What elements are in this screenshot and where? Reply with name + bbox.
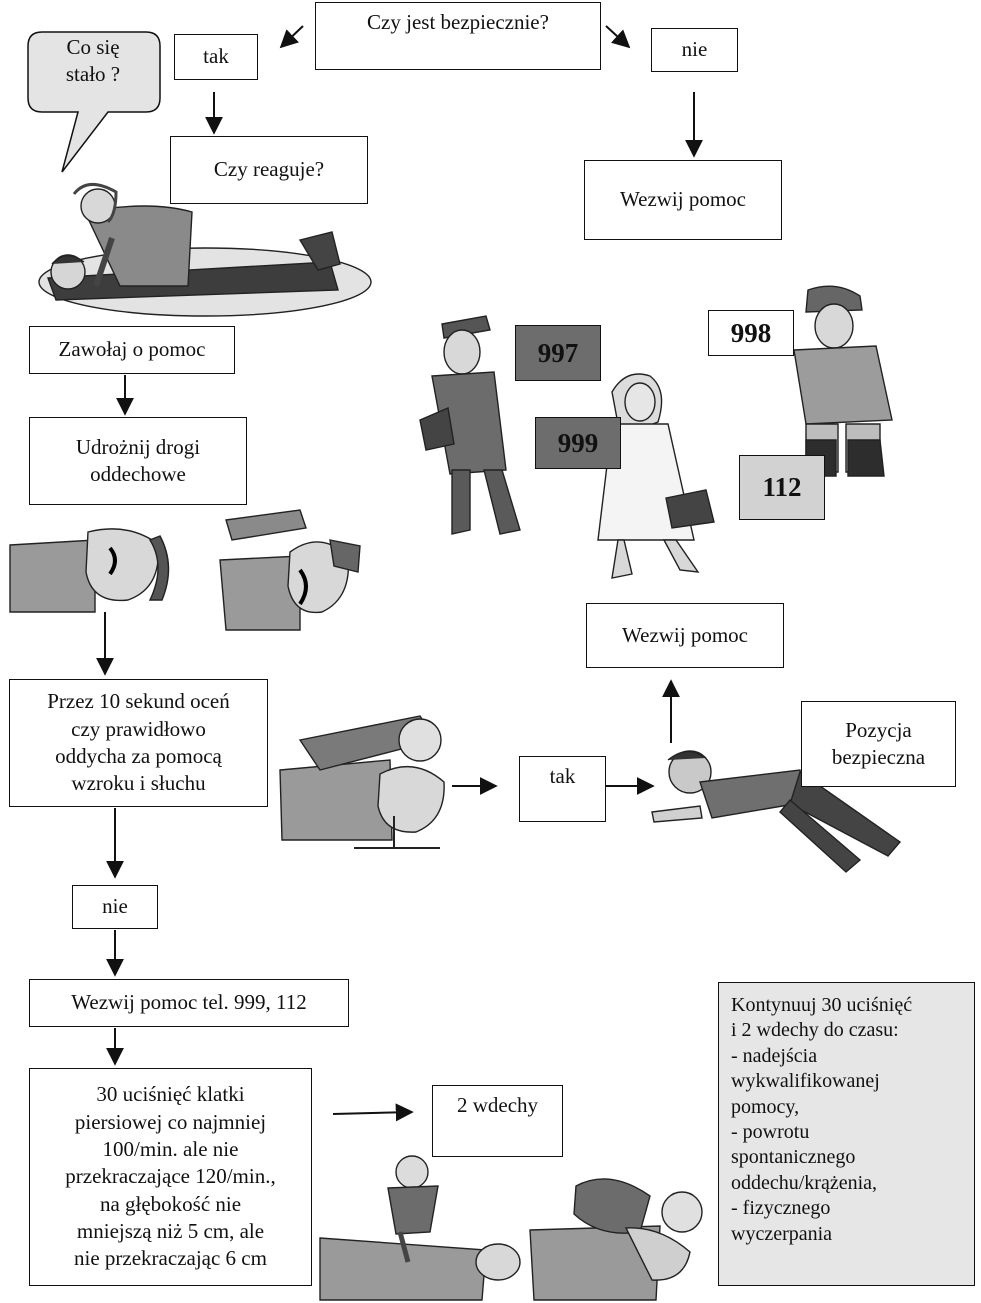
continue-cpr-note: Kontynuuj 30 uciśnięć i 2 wdechy do czas… (718, 982, 975, 1286)
chest-compressions-box: 30 uciśnięć klatki piersiowej co najmnie… (29, 1068, 312, 1286)
rescue-breaths-box: 2 wdechy (432, 1085, 563, 1157)
number-999-box: 999 (535, 417, 621, 469)
responds-question-box: Czy reaguje? (170, 136, 368, 204)
firefighter-illustration (793, 285, 893, 477)
police-officer-illustration (419, 315, 521, 535)
rescuer-checking-victim-illustration (38, 183, 372, 317)
rescue-breaths-illustration (529, 1178, 703, 1301)
look-listen-feel-illustration (279, 715, 445, 849)
arrow-to-tak-top (279, 25, 304, 49)
yes-box-mid: tak (519, 756, 606, 822)
check-breathing-box: Przez 10 sekund oceń czy prawidłowo oddy… (9, 679, 268, 807)
speech-bubble-shape (27, 31, 161, 173)
chest-compressions-illustration (319, 1155, 521, 1301)
airway-head-tilt-illustration-right (219, 509, 361, 631)
arrow-to-nie-top (605, 25, 631, 49)
speech-bubble-text: Co się stało ? (65, 35, 121, 87)
continue-cpr-text: Kontynuuj 30 uciśnięć i 2 wdechy do czas… (731, 994, 913, 1245)
yes-box-top: tak (174, 34, 258, 80)
number-998-box: 998 (708, 310, 794, 356)
doctor-woman-illustration (597, 373, 715, 579)
airway-head-tilt-illustration-left (9, 528, 170, 613)
shout-for-help-box: Zawołaj o pomoc (29, 326, 235, 374)
open-airway-box: Udrożnij drogi oddechowe (29, 417, 247, 505)
safety-question-box: Czy jest bezpiecznie? (315, 2, 601, 70)
call-help-phone-box: Wezwij pomoc tel. 999, 112 (29, 979, 349, 1027)
recovery-position-box: Pozycja bezpieczna (801, 701, 956, 787)
number-112-box: 112 (739, 455, 825, 520)
no-box-mid: nie (72, 885, 158, 929)
arrow-ucisniecia-to-wdechy (332, 1103, 414, 1122)
no-box-top: nie (651, 28, 738, 72)
recovery-position-illustration (651, 750, 902, 873)
call-help-box-right: Wezwij pomoc (584, 160, 782, 240)
call-help-box-mid: Wezwij pomoc (586, 603, 784, 668)
number-997-box: 997 (515, 325, 601, 381)
